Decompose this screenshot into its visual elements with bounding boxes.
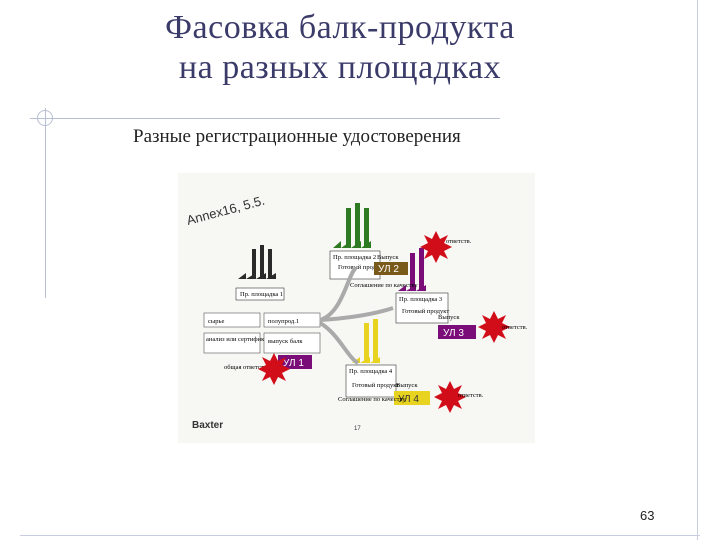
semi-label: полупрод.1 (268, 318, 299, 325)
diagram-svg: Annex16, 5.5. Пр. площадка 1 Пр. площадк… (178, 173, 535, 443)
site3-label: Пр. площадка 3 (399, 296, 442, 303)
site1-factory-icon (238, 245, 276, 279)
ul2-badge (374, 262, 408, 275)
responsible-label-4: ответств. (458, 392, 484, 399)
diagram-page: 17 (354, 426, 361, 432)
site1-label: Пр. площадка 1 (240, 291, 283, 298)
bulk-packaging-diagram: Annex16, 5.5. Пр. площадка 1 Пр. площадк… (178, 173, 535, 443)
site2-label: Пр. площадка 2 (333, 254, 376, 261)
raw-box (203, 312, 261, 328)
slide-subtitle: Разные регистрационные удостоверения (133, 126, 461, 147)
left-guide-line (45, 108, 46, 298)
site3-factory-icon (398, 248, 426, 291)
arrow-to-site3 (319, 306, 394, 322)
title-line-1: Фасовка балк-продукта (165, 9, 515, 46)
ul3-badge (438, 325, 476, 339)
release-label-2: Выпуск (377, 254, 399, 261)
slide-title: Фасовка балк-продукта на разных площадка… (60, 8, 620, 88)
starburst-site1 (258, 353, 290, 385)
ul4-badge (394, 391, 430, 405)
site2-product: Готовый продукт (338, 264, 385, 271)
site3-box (395, 292, 449, 324)
arrow-to-site2 (319, 266, 358, 322)
ul1-label: УЛ 1 (283, 358, 304, 369)
bulk-release-label: выпуск балк (268, 338, 303, 345)
responsible-label-2: ответств. (446, 238, 472, 245)
responsible-label-3: ответств. (502, 324, 528, 331)
guide-circle (37, 110, 53, 126)
bulk-release-box (263, 332, 321, 354)
site1-box (235, 287, 285, 301)
starburst-site3: ответств. (478, 311, 528, 343)
site4-box (345, 364, 397, 398)
ul3-label: УЛ 3 (443, 328, 464, 339)
site4-product: Готовый продукт (352, 382, 399, 389)
starburst-site4: ответств. (434, 381, 484, 413)
site3-product: Готовый продукт (402, 308, 449, 315)
responsibility-label: общая ответств. за балк (224, 364, 291, 371)
release-label-4: Выпуск (396, 382, 418, 389)
analysis-box (203, 332, 261, 354)
bottom-rule (20, 535, 700, 536)
site2-factory-icon (333, 203, 371, 248)
site4-label: Пр. площадка 4 (349, 368, 393, 375)
quality-agreement-4: Соглашение по качеству (338, 396, 406, 403)
quality-agreement-2: Соглашение по качеству (350, 282, 418, 289)
title-underline (30, 118, 500, 119)
right-rule (697, 0, 698, 540)
site4-factory-icon (352, 319, 380, 363)
brand-logo: Baxter (192, 420, 223, 431)
starburst-site2: ответств. (420, 231, 472, 263)
arrow-to-site4 (318, 321, 360, 365)
page-number: 63 (640, 508, 655, 523)
ul1-badge (278, 355, 312, 369)
ul2-label: УЛ 2 (378, 264, 399, 275)
ul4-label: УЛ 4 (398, 394, 419, 405)
title-line-2: на разных площадках (178, 49, 502, 86)
analysis-label: анализ или сертификат (206, 336, 270, 343)
raw-label: сырье (208, 318, 224, 325)
release-label-3: Выпуск (438, 314, 460, 321)
